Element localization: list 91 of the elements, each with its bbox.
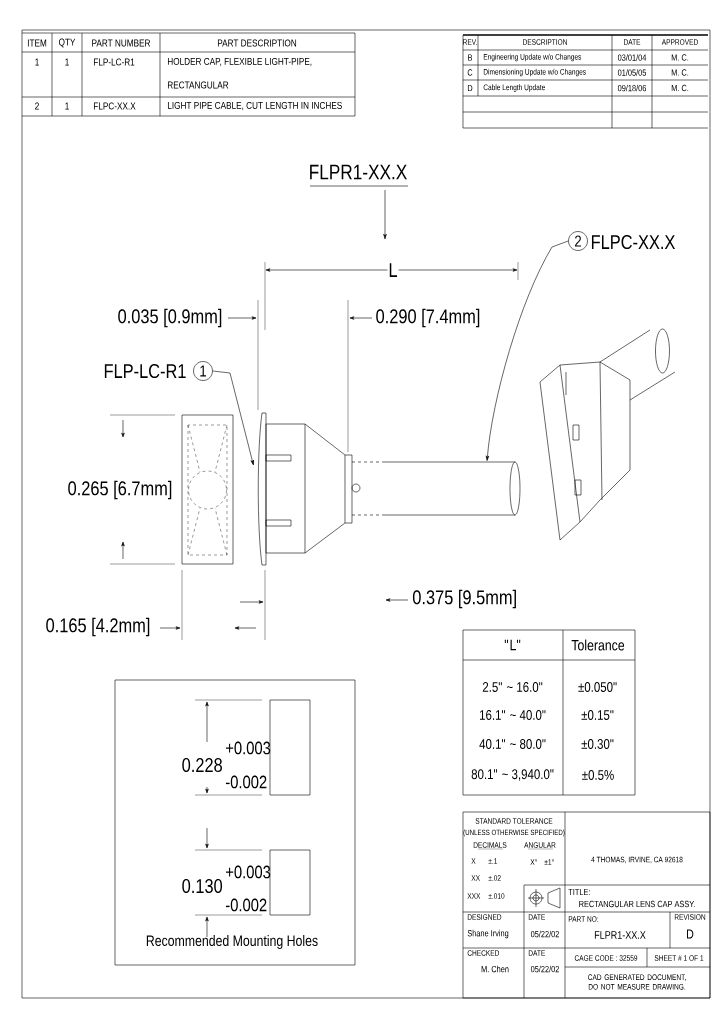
title-block-text: STANDARD TOLERANCE xyxy=(475,818,553,824)
dimension-label: L xyxy=(387,262,399,278)
leader-line xyxy=(485,240,569,461)
title-block-text: Shane Irving xyxy=(467,929,509,939)
title-block-text: DESIGNED xyxy=(467,914,502,920)
title-block-text: ±.02 xyxy=(488,875,501,881)
holder-cap-drawing xyxy=(257,412,353,566)
title-block-text: XXX xyxy=(467,893,481,899)
table-cell: Dimensioning Update w/o Changes xyxy=(483,68,586,77)
title-block-text: CHECKED xyxy=(467,950,500,956)
item-balloon: 2 xyxy=(568,231,588,251)
title-block-text: XX xyxy=(471,875,480,881)
dimension-label: 0.265 [6.7mm] xyxy=(68,480,172,500)
table-cell: M. C. xyxy=(671,54,689,61)
table-cell: 2.5" ~ 16.0" xyxy=(482,682,543,692)
table-header: "L" xyxy=(504,639,521,651)
table-cell: 09/18/06 xyxy=(617,84,647,92)
table-cell: M. C. xyxy=(671,69,689,76)
title-block-text: TITLE: xyxy=(568,888,590,896)
table-cell: 1 xyxy=(65,58,69,66)
title-block-text: DATE xyxy=(528,950,545,956)
title-block-text: REVISION xyxy=(674,914,706,920)
dimension-label: 0.165 [4.2mm] xyxy=(46,617,150,637)
title-block-text: ±.1 xyxy=(488,858,498,864)
table-header: REV. xyxy=(463,39,477,45)
table-header: PART DESCRIPTION xyxy=(217,39,297,47)
part-number-label: FLPR1-XX.X xyxy=(310,164,407,180)
table-cell: Engineering Update w/o Changes xyxy=(483,53,582,62)
title-block-text: DECIMALS xyxy=(473,842,507,848)
dimension-label: 0.035 [0.9mm] xyxy=(118,308,222,328)
title-block-text: X° xyxy=(530,859,537,865)
cable-drawing xyxy=(351,461,521,516)
table-cell: 80.1" ~ 3,940.0" xyxy=(471,769,554,781)
part-number-label: FLPC-XX.X xyxy=(591,234,676,250)
title-block-text: X xyxy=(471,858,476,864)
table-cell: FLPC-XX.X xyxy=(93,102,136,110)
table-cell: 2 xyxy=(35,102,39,110)
table-cell: RECTANGULAR xyxy=(167,81,229,89)
title-block-text: DATE xyxy=(528,914,545,920)
table-cell: Cable Length Update xyxy=(483,84,545,92)
table-header: DESCRIPTION xyxy=(523,39,567,45)
dimension-label: 0.375 [9.5mm] xyxy=(412,589,516,609)
dimension-label: 0.130 xyxy=(182,878,223,894)
table-cell: 1 xyxy=(65,102,69,110)
title-block-text: RECTANGULAR LENS CAP ASSY. xyxy=(579,900,695,908)
table-cell: D xyxy=(467,84,473,92)
leader-line xyxy=(212,370,254,466)
dimension-label: 0.228 xyxy=(182,757,222,773)
table-header: Tolerance xyxy=(571,639,625,651)
table-cell: ±0.30" xyxy=(581,739,614,749)
table-cell: 1 xyxy=(35,58,39,66)
address-text: 4 THOMAS, IRVINE, CA 92618 xyxy=(591,856,683,864)
title-block-text: D xyxy=(687,929,694,939)
table-header: APPROVED xyxy=(661,39,698,45)
table-header: DATE xyxy=(624,39,641,45)
title-block-text: 05/22/02 xyxy=(530,930,559,938)
title-block-text: FLPR1-XX.X xyxy=(594,931,646,939)
title-block-text: SHEET # 1 OF 1 xyxy=(654,955,704,961)
panel-caption: Recommended Mounting Holes xyxy=(146,935,318,949)
table-cell: LIGHT PIPE CABLE, CUT LENGTH IN INCHES xyxy=(167,101,342,111)
table-cell: B xyxy=(468,54,473,61)
table-cell: 16.1" ~ 40.0" xyxy=(480,710,546,720)
table-cell: C xyxy=(467,69,473,76)
item-balloon: 1 xyxy=(193,361,213,381)
title-block-text: PART NO: xyxy=(568,916,599,922)
table-header: ITEM xyxy=(27,39,47,47)
table-cell: HOLDER CAP, FLEXIBLE LIGHT-PIPE, xyxy=(167,57,312,67)
title-block-text: ±.010 xyxy=(488,893,505,899)
table-cell: 03/01/04 xyxy=(617,54,647,61)
table-cell: 01/05/05 xyxy=(617,69,647,76)
title-block-text: ±1° xyxy=(544,859,554,865)
title-block-text: ANGULAR xyxy=(524,842,556,848)
dimension-label: 0.290 [7.4mm] xyxy=(376,308,480,328)
arrow xyxy=(383,189,387,240)
tolerance-label: -0.002 xyxy=(225,775,267,789)
table-cell: ±0.5% xyxy=(582,770,614,780)
part-number-label: FLP-LC-R1 xyxy=(104,363,186,379)
table-header: PART NUMBER xyxy=(92,39,151,47)
table-header: QTY xyxy=(58,38,76,48)
table-cell: M. C. xyxy=(671,84,689,92)
table-cell: ±0.050" xyxy=(578,682,617,692)
title-block-text: 05/22/02 xyxy=(530,965,559,973)
title-block-text: CAGE CODE : 32559 xyxy=(574,955,638,961)
tolerance-label: +0.003 xyxy=(226,741,271,755)
table-cell: ±0.15" xyxy=(581,710,614,720)
tolerance-label: +0.003 xyxy=(226,865,271,879)
table-cell: FLP-LC-R1 xyxy=(93,58,135,66)
tolerance-label: -0.002 xyxy=(225,898,267,912)
title-block-text: M. Chen xyxy=(481,965,509,973)
table-cell: 40.1" ~ 80.0" xyxy=(479,739,546,749)
title-block-text: CAD GENERATED DOCUMENT, DO NOT MEASURE DRAWING. xyxy=(588,974,686,990)
